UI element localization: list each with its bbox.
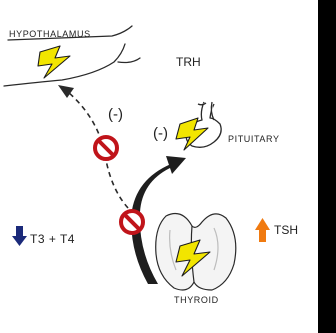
neg-sign-hypothalamus: (-) — [108, 107, 123, 122]
up-arrow-icon — [255, 218, 270, 242]
neg-sign-pituitary: (-) — [153, 126, 168, 141]
trh-label: TRH — [176, 56, 201, 68]
thyroid-gland — [156, 214, 236, 290]
diagram-artwork — [0, 0, 318, 333]
down-arrow-icon — [12, 226, 27, 246]
feedback-arrowhead-pituitary — [166, 156, 186, 174]
t3-t4-label: T3 + T4 — [30, 233, 75, 245]
tsh-label: TSH — [274, 224, 298, 236]
inhibit-icon-hypothalamus — [95, 137, 117, 159]
hypothalamus-label: HYPOTHALAMUS — [9, 30, 91, 39]
inhibit-icon-pituitary — [121, 211, 143, 233]
pituitary-label: PITUITARY — [228, 135, 280, 144]
diagram-panel: HYPOTHALAMUS TRH (-) (-) PITUITARY T3 + … — [0, 0, 318, 333]
hypothalamus-lightning-icon — [38, 46, 70, 78]
thyroid-label: THYROID — [174, 296, 219, 305]
